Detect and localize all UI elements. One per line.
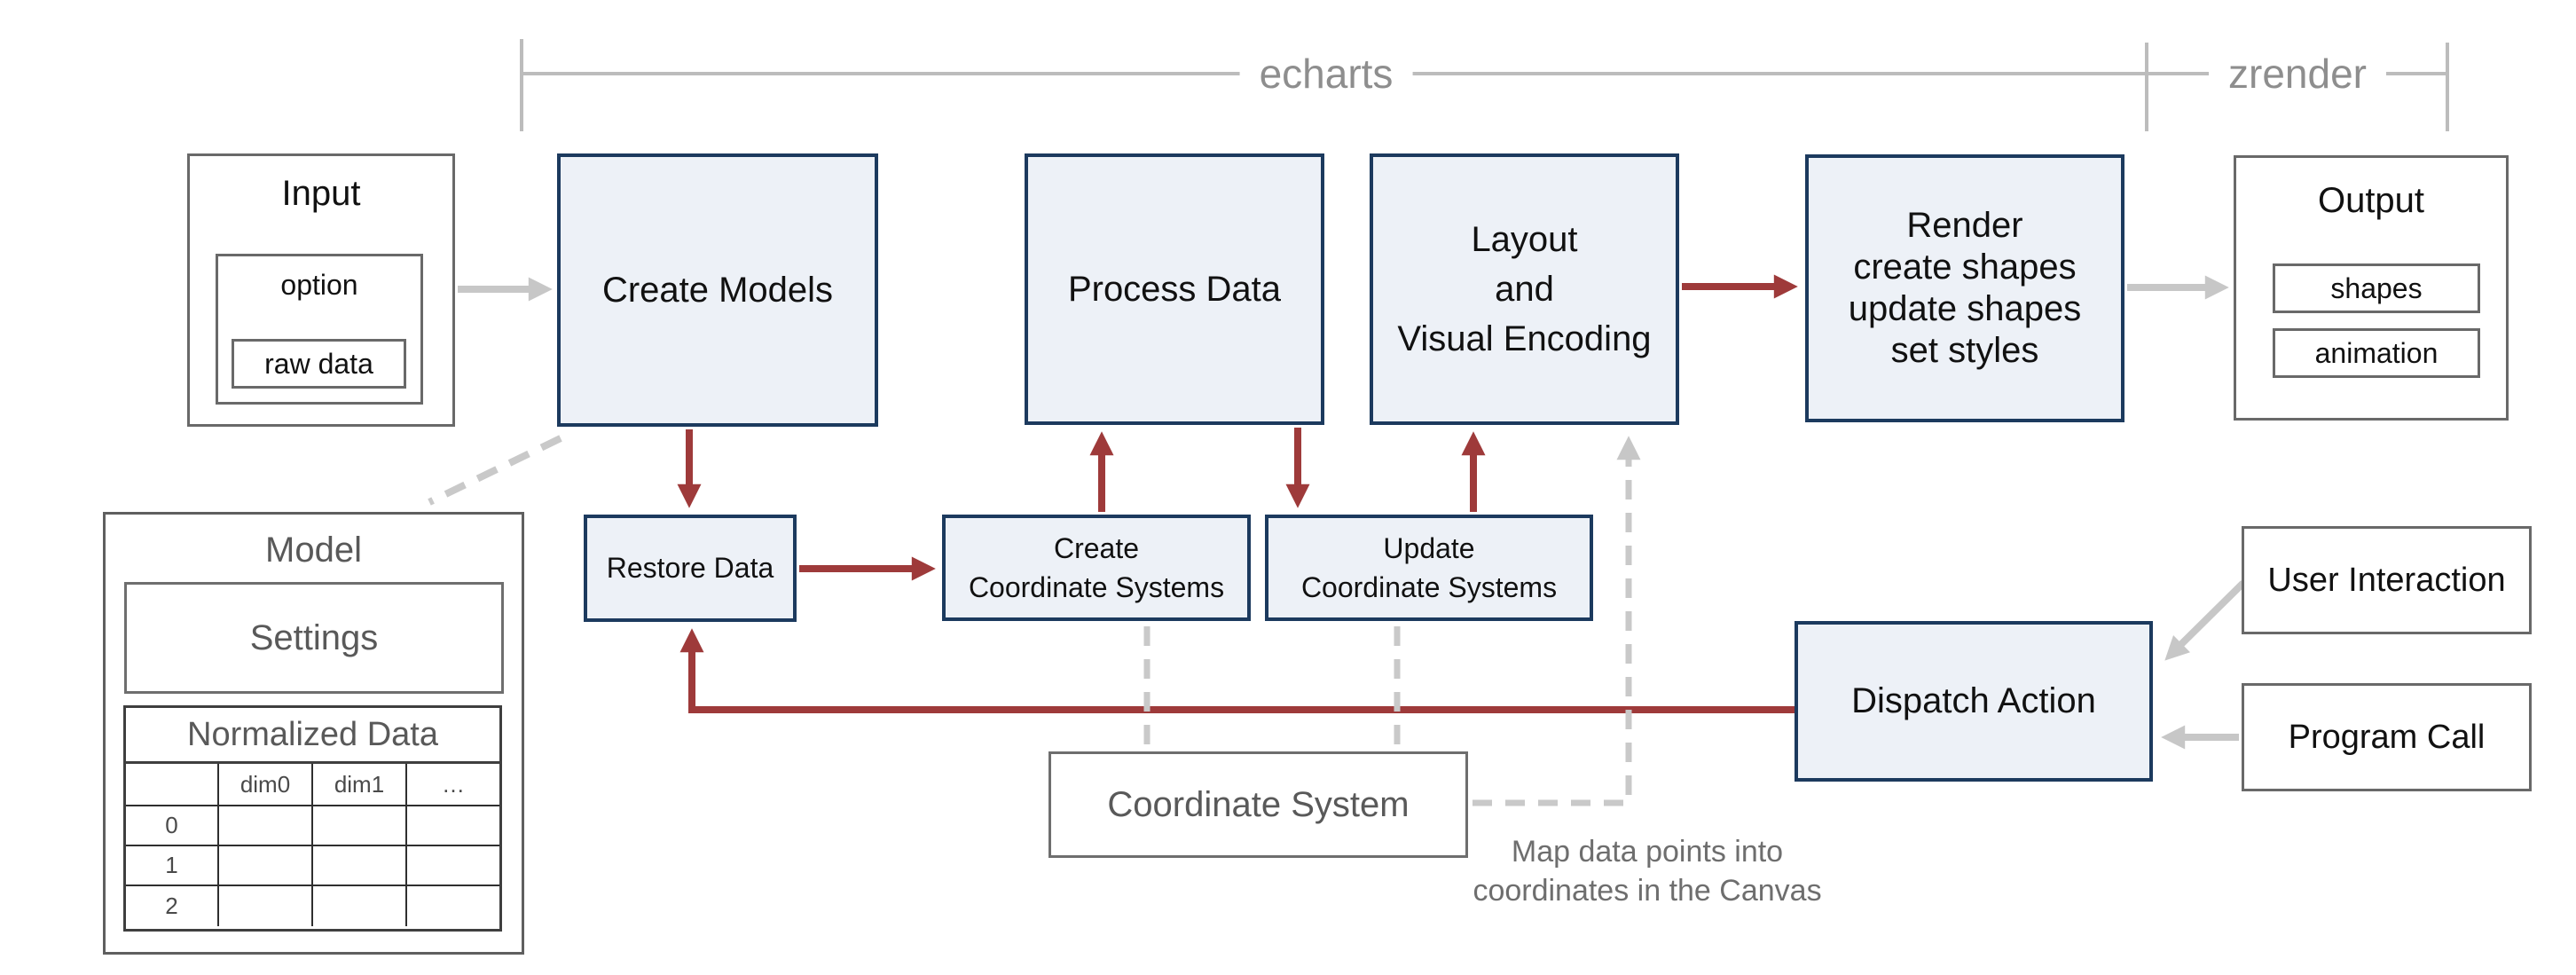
normalized-data-grid: dim0 dim1 … 0 1 2 (126, 764, 499, 926)
node-restore-data: Restore Data (584, 515, 797, 622)
table-header-cell: dim1 (313, 764, 407, 806)
node-layout-visual-encoding: Layout and Visual Encoding (1370, 153, 1679, 425)
input-title: Input (281, 174, 361, 213)
render-line: create shapes (1853, 248, 2077, 287)
caption-line: Map data points into (1511, 835, 1784, 869)
layout-line: Layout (1471, 220, 1578, 259)
table-cell (313, 846, 407, 886)
create-coord-line: Coordinate Systems (968, 571, 1225, 603)
layout-line: Visual Encoding (1397, 319, 1652, 358)
raw-data-label: raw data (264, 347, 373, 380)
table-header-cell: … (407, 764, 499, 806)
table-header-cell: dim0 (219, 764, 313, 806)
table-cell (219, 846, 313, 886)
table-cell (407, 846, 499, 886)
node-shapes: shapes (2273, 263, 2480, 313)
node-user-interaction: User Interaction (2242, 526, 2532, 634)
node-settings: Settings (124, 582, 504, 694)
process-data-label: Process Data (1067, 269, 1282, 309)
caption-line: coordinates in the Canvas (1473, 874, 1822, 908)
table-row-label: 2 (126, 886, 219, 926)
update-coord-line: Update (1383, 532, 1475, 564)
node-render: Render create shapes update shapes set s… (1805, 154, 2124, 422)
render-line: set styles (1890, 331, 2039, 370)
table-row-label: 1 (126, 846, 219, 886)
node-dispatch-action: Dispatch Action (1795, 621, 2153, 782)
table-cell (219, 886, 313, 926)
node-coordinate-system: Coordinate System (1048, 751, 1468, 858)
table-cell (313, 886, 407, 926)
table-cell (407, 806, 499, 846)
dashed-coordinate-system-to-layout (1473, 436, 1641, 806)
output-title: Output (2317, 181, 2425, 220)
node-create-models: Create Models (557, 153, 878, 427)
map-data-caption: Map data points into coordinates in the … (1473, 832, 1821, 910)
table-header-cell (126, 764, 219, 806)
program-call-label: Program Call (2288, 718, 2486, 756)
zrender-scope-label: zrender (2209, 50, 2386, 98)
settings-label: Settings (249, 617, 379, 657)
node-update-coordinate-systems: Update Coordinate Systems (1265, 515, 1593, 621)
create-coord-line: Create (1053, 532, 1140, 564)
table-row-label: 0 (126, 806, 219, 846)
node-raw-data: raw data (232, 339, 406, 389)
layout-line: and (1495, 270, 1554, 309)
render-title: Render (1906, 206, 2023, 245)
node-animation: animation (2273, 328, 2480, 378)
model-title: Model (265, 531, 362, 570)
dashed-create-models-to-model (428, 435, 562, 506)
shapes-label: shapes (2330, 271, 2423, 304)
normalized-data-table: Normalized Data dim0 dim1 … 0 1 2 (123, 705, 502, 932)
arrow-user-interaction-to-dispatch (2164, 580, 2246, 661)
node-program-call: Program Call (2242, 683, 2532, 791)
node-process-data: Process Data (1025, 153, 1324, 425)
user-interaction-label: User Interaction (2267, 561, 2506, 599)
restore-data-label: Restore Data (606, 552, 774, 584)
animation-label: animation (2314, 336, 2439, 369)
table-cell (313, 806, 407, 846)
echarts-scope-label: echarts (1239, 50, 1413, 98)
coordinate-system-label: Coordinate System (1107, 784, 1410, 824)
arrow-dispatch-to-restore-data (679, 628, 1798, 713)
normalized-data-title: Normalized Data (126, 708, 499, 764)
bracket-lines (520, 39, 2449, 131)
dispatch-action-label: Dispatch Action (1851, 681, 2096, 720)
table-cell (219, 806, 313, 846)
update-coord-line: Coordinate Systems (1300, 571, 1558, 603)
table-cell (407, 886, 499, 926)
option-label: option (280, 269, 358, 301)
render-line: update shapes (1848, 289, 2082, 328)
node-create-coordinate-systems: Create Coordinate Systems (942, 515, 1251, 621)
create-models-label: Create Models (601, 270, 834, 310)
